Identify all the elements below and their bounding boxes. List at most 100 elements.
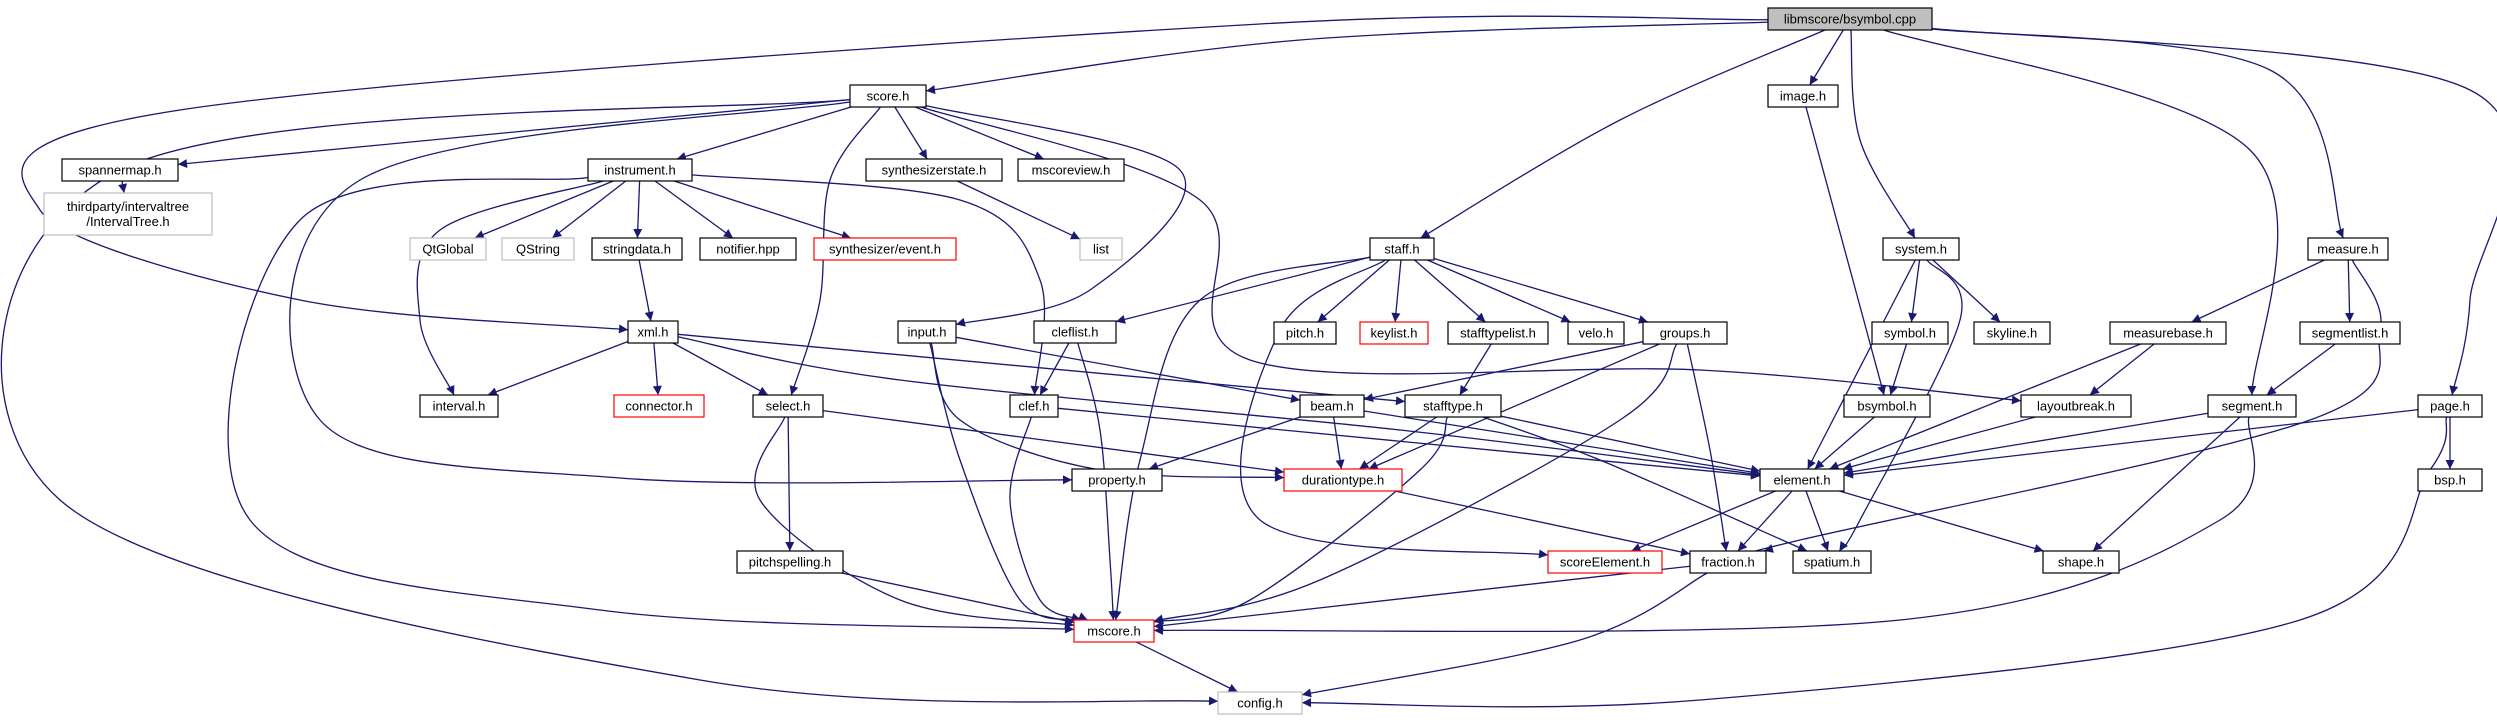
- edge-xml-to-stafftype: [677, 333, 1406, 406]
- node-scoreelement[interactable]: scoreElement.h: [1547, 550, 1663, 574]
- edge-select-to-mscore: [754, 416, 1075, 629]
- node-qstring[interactable]: QString: [501, 237, 575, 261]
- edge-select-to-durationtype: [822, 410, 1285, 476]
- node-clef[interactable]: clef.h: [1009, 394, 1059, 418]
- node-symbol[interactable]: symbol.h: [1871, 321, 1949, 345]
- node-bsp-box: [2417, 468, 2483, 492]
- node-root[interactable]: libmscore/bsymbol.cpp: [1767, 7, 1933, 31]
- edge-xml-to-select: [672, 342, 769, 396]
- node-image-label: image.h: [1780, 89, 1826, 104]
- node-staff-box: [1369, 237, 1435, 261]
- node-pitch-label: pitch.h: [1286, 326, 1324, 341]
- node-intervaltree[interactable]: thirdparty/intervaltree/IntervalTree.h: [43, 192, 213, 236]
- node-fraction-box: [1689, 550, 1767, 574]
- node-shape-box: [2042, 550, 2120, 574]
- node-property[interactable]: property.h: [1071, 468, 1163, 492]
- node-beam[interactable]: beam.h: [1299, 394, 1365, 418]
- node-skyline-label: skyline.h: [1987, 326, 2038, 341]
- node-bsp[interactable]: bsp.h: [2417, 468, 2483, 492]
- edge-clef-to-element: [1057, 407, 1761, 480]
- node-segment[interactable]: segment.h: [2207, 394, 2297, 418]
- node-input-box: [897, 320, 957, 344]
- node-intervaltree-label: thirdparty/intervaltree/IntervalTree.h: [67, 199, 189, 229]
- edge-score-to-config: [0, 99, 1219, 706]
- node-clef-label: clef.h: [1018, 399, 1049, 414]
- node-synthevent[interactable]: synthesizer/event.h: [813, 237, 957, 261]
- node-groups-label: groups.h: [1660, 326, 1711, 341]
- node-spannermap[interactable]: spannermap.h: [61, 158, 179, 182]
- node-qstring-box: [501, 237, 575, 261]
- node-layoutbreak[interactable]: layoutbreak.h: [2020, 394, 2132, 418]
- node-instrument[interactable]: instrument.h: [587, 158, 693, 182]
- edge-instrument-to-synthevent: [673, 180, 852, 240]
- edge-staff-to-mscore: [1112, 256, 1371, 621]
- node-segmentlist[interactable]: segmentlist.h: [2299, 321, 2401, 345]
- node-element[interactable]: element.h: [1759, 468, 1845, 492]
- node-xml[interactable]: xml.h: [627, 320, 679, 344]
- edge-score-to-synthstate: [894, 106, 928, 160]
- node-groups[interactable]: groups.h: [1642, 321, 1728, 345]
- node-durationtype[interactable]: durationtype.h: [1283, 468, 1403, 492]
- node-mscoreview[interactable]: mscoreview.h: [1017, 158, 1125, 182]
- node-score[interactable]: score.h: [849, 84, 927, 108]
- node-page-box: [2417, 394, 2483, 418]
- edge-root-to-image: [1809, 29, 1844, 86]
- node-durationtype-box: [1283, 468, 1403, 492]
- node-bsp-label: bsp.h: [2434, 473, 2466, 488]
- node-staff[interactable]: staff.h: [1369, 237, 1435, 261]
- node-mscore-label: mscore.h: [1087, 624, 1140, 639]
- node-notifier[interactable]: notifier.hpp: [699, 237, 797, 261]
- node-stringdata[interactable]: stringdata.h: [591, 237, 683, 261]
- node-list[interactable]: list: [1079, 237, 1123, 261]
- node-input[interactable]: input.h: [897, 320, 957, 344]
- node-page-label: page.h: [2430, 399, 2470, 414]
- node-interval[interactable]: interval.h: [419, 394, 499, 418]
- node-image-box: [1767, 84, 1839, 108]
- node-select[interactable]: select.h: [752, 394, 824, 418]
- node-qtglobal[interactable]: QtGlobal: [409, 237, 487, 261]
- node-synthstate[interactable]: synthesizerstate.h: [865, 158, 1003, 182]
- edge-score-to-input: [925, 105, 1187, 327]
- node-skyline[interactable]: skyline.h: [1973, 321, 2051, 345]
- node-system[interactable]: system.h: [1882, 237, 1960, 261]
- node-keylist[interactable]: keylist.h: [1359, 321, 1429, 345]
- node-element-box: [1759, 468, 1845, 492]
- node-bsymbol[interactable]: bsymbol.h: [1843, 394, 1931, 418]
- node-page[interactable]: page.h: [2417, 394, 2483, 418]
- node-pitchspelling[interactable]: pitchspelling.h: [736, 550, 844, 574]
- node-measurebase[interactable]: measurebase.h: [2109, 321, 2227, 345]
- node-config[interactable]: config.h: [1217, 691, 1303, 715]
- node-notifier-label: notifier.hpp: [716, 242, 780, 257]
- node-element-label: element.h: [1773, 473, 1830, 488]
- node-spannermap-box: [61, 158, 179, 182]
- node-clefflist-label: cleflist.h: [1052, 325, 1099, 340]
- node-system-label: system.h: [1895, 242, 1947, 257]
- edge-element-to-spatium: [1805, 490, 1830, 552]
- edge-mscore-to-config: [1136, 641, 1238, 693]
- node-velo[interactable]: velo.h: [1567, 321, 1625, 345]
- node-connector[interactable]: connector.h: [613, 394, 705, 418]
- node-beam-box: [1299, 394, 1365, 418]
- edge-groups-to-beam: [1363, 341, 1644, 402]
- node-stafftype[interactable]: stafftype.h: [1404, 394, 1502, 418]
- node-spatium[interactable]: spatium.h: [1792, 550, 1872, 574]
- node-clefflist[interactable]: cleflist.h: [1033, 320, 1117, 344]
- edge-beam-to-durationtype: [1332, 416, 1345, 470]
- node-mscore[interactable]: mscore.h: [1073, 619, 1155, 643]
- edge-system-to-skyline: [1932, 259, 2001, 323]
- node-fraction[interactable]: fraction.h: [1689, 550, 1767, 574]
- node-notifier-box: [699, 237, 797, 261]
- node-shape[interactable]: shape.h: [2042, 550, 2120, 574]
- edge-instrument-to-qtglobal: [474, 180, 614, 239]
- node-stafftype-label: stafftype.h: [1423, 399, 1483, 414]
- node-stafftypelist[interactable]: stafftypelist.h: [1447, 321, 1549, 345]
- edge-root-to-staff: [1420, 29, 1826, 239]
- edge-segmentlist-to-segment: [2266, 343, 2336, 396]
- node-measure[interactable]: measure.h: [2307, 237, 2389, 261]
- node-image[interactable]: image.h: [1767, 84, 1839, 108]
- node-pitch[interactable]: pitch.h: [1273, 321, 1337, 345]
- edge-image-to-bsymbol: [1805, 106, 1887, 396]
- node-input-label: input.h: [907, 325, 946, 340]
- node-qstring-label: QString: [516, 242, 560, 257]
